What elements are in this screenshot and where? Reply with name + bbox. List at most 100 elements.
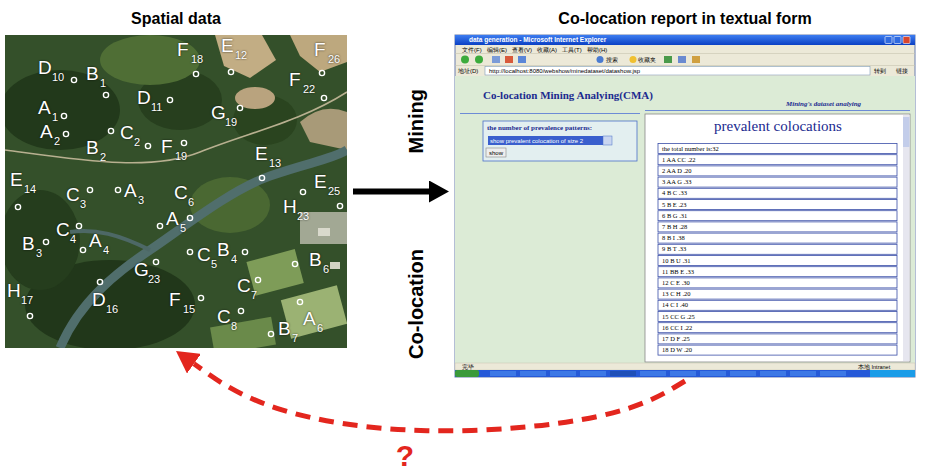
- point-instance-number: 3: [80, 199, 86, 210]
- point-instance-number: 11: [151, 102, 162, 113]
- satellite-image: [290, 35, 347, 72]
- browser-window: [658, 144, 897, 356]
- menu-item: 编辑(E): [487, 47, 507, 53]
- point-type-letter: B: [86, 64, 99, 83]
- browser-window: [658, 312, 897, 322]
- point-type-letter: B: [217, 240, 230, 259]
- point-type-letter: A: [166, 209, 179, 228]
- point-instance-number: 5: [180, 223, 186, 234]
- sample-point: [153, 259, 158, 264]
- browser-window: [486, 148, 506, 157]
- sample-point: [76, 223, 81, 228]
- browser-window: [658, 155, 897, 165]
- sample-point: [187, 215, 192, 220]
- menu-item: 查看(V): [512, 47, 532, 53]
- point-instance-number: 22: [303, 84, 315, 95]
- result-heading: prevalent colocations: [714, 119, 842, 134]
- point-type-letter: D: [137, 88, 151, 107]
- result-row: 1 AA CC .22: [662, 157, 696, 164]
- point-instance-number: 2: [54, 136, 60, 147]
- satellite-image: [5, 35, 347, 348]
- sample-point: [193, 71, 198, 76]
- point-instance-number: 1: [52, 112, 58, 123]
- browser-window: [658, 289, 897, 299]
- point-type-letter: C: [237, 276, 251, 295]
- sample-point: [292, 261, 297, 266]
- point-instance-number: 10: [52, 72, 64, 83]
- browser-window: [490, 371, 516, 376]
- point-type-letter: A: [303, 309, 316, 328]
- browser-window: [658, 188, 897, 198]
- go-button: 转到: [874, 68, 886, 74]
- browser-window: [658, 211, 897, 221]
- process-label: Co-location Mining: [406, 89, 426, 359]
- satellite-image: [330, 262, 340, 269]
- point-instance-number: 6: [188, 197, 194, 208]
- dropdown-value: show prevalent colocation of size 2: [490, 138, 583, 144]
- page-subtitle: Mining's dataset analying: [786, 101, 861, 108]
- result-row: 5 B E .23: [662, 202, 687, 209]
- satellite-image: [5, 92, 347, 163]
- sample-point: [181, 140, 186, 145]
- sample-point: [321, 95, 326, 100]
- point-instance-number: 16: [106, 304, 118, 315]
- browser-window: [455, 76, 915, 363]
- sample-point: [238, 308, 243, 313]
- toolbar-button: 收藏夹: [638, 57, 656, 63]
- browser-window: [460, 113, 640, 114]
- browser-window: [455, 363, 915, 370]
- browser-window: [658, 233, 897, 243]
- sample-point: [255, 277, 260, 282]
- browser-window: [658, 256, 897, 266]
- browser-window: [645, 114, 910, 362]
- browser-window: [455, 53, 915, 54]
- point-instance-number: 17: [21, 295, 33, 306]
- browser-window: [678, 56, 686, 63]
- show-button: show: [489, 150, 503, 156]
- sample-point: [242, 249, 247, 254]
- browser-window: [455, 35, 915, 45]
- point-type-letter: C: [56, 220, 70, 239]
- sample-point: [87, 187, 92, 192]
- browser-window: [658, 144, 897, 154]
- browser-window: [610, 371, 636, 376]
- sample-point: [80, 247, 85, 252]
- point-type-letter: G: [211, 103, 226, 122]
- status-zone: 本地 Intranet: [858, 365, 890, 371]
- point-instance-number: 1: [100, 78, 106, 89]
- browser-window: [790, 371, 816, 376]
- toolbar-button: 搜索: [606, 57, 618, 63]
- status-text: 完毕: [462, 365, 474, 371]
- result-row: 17 D F .25: [662, 336, 690, 343]
- panel-heading: Co-location report in textual form: [451, 10, 919, 28]
- result-row: 11 BB E .33: [662, 269, 694, 276]
- browser-window: [658, 222, 897, 232]
- point-type-letter: C: [120, 123, 134, 142]
- result-row: 3 AA G .33: [662, 179, 692, 186]
- point-type-letter: D: [38, 58, 52, 77]
- browser-window: [461, 56, 469, 64]
- address-url: http://localhost:8080/webshow/minedatase…: [489, 68, 640, 74]
- point-instance-number: 14: [24, 184, 36, 195]
- browser-window: [903, 115, 910, 361]
- point-type-letter: D: [92, 290, 106, 309]
- result-row: 6 B G .31: [662, 213, 687, 220]
- point-instance-number: 3: [138, 195, 144, 206]
- browser-window: [455, 35, 915, 377]
- sample-point: [167, 97, 172, 102]
- point-instance-number: 26: [328, 54, 340, 65]
- sample-point: [268, 331, 273, 336]
- point-type-letter: E: [314, 172, 327, 191]
- sample-point: [157, 223, 162, 228]
- menu-item: 文件(F): [462, 47, 482, 53]
- point-type-letter: A: [40, 122, 53, 141]
- point-type-letter: B: [278, 319, 291, 338]
- browser-window: [488, 136, 603, 145]
- browser-window: [885, 37, 892, 44]
- browser-window: [580, 371, 606, 376]
- browser-window: [658, 278, 897, 288]
- point-instance-number: 23: [297, 211, 309, 222]
- point-instance-number: 13: [269, 158, 281, 169]
- result-row: 10 B U .31: [662, 258, 691, 265]
- sample-point: [97, 279, 102, 284]
